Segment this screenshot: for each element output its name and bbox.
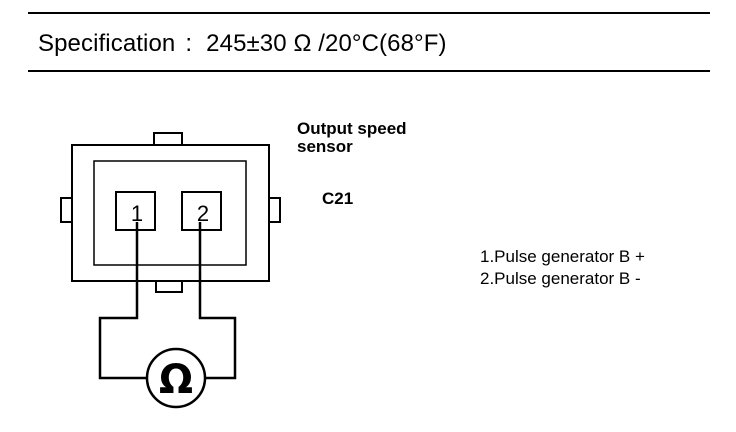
sensor-label-line1: Output speed bbox=[297, 119, 407, 138]
connector-inner-frame bbox=[93, 160, 247, 266]
spec-label: Specification bbox=[38, 30, 176, 57]
pin-legend: 1.Pulse generator B + 2.Pulse generator … bbox=[480, 246, 645, 290]
legend-item-2: 2.Pulse generator B - bbox=[480, 269, 641, 288]
spec-value: 245±30 Ω /20°C(68°F) bbox=[206, 30, 447, 57]
specification-line: Specification:245±30 Ω /20°C(68°F) bbox=[38, 30, 447, 58]
spec-underline bbox=[28, 70, 710, 72]
connector-top-tab bbox=[153, 132, 183, 146]
probe-wire-pin-2 bbox=[198, 222, 237, 380]
pin-2-label: 2 bbox=[197, 201, 209, 226]
connector-housing bbox=[71, 144, 270, 282]
sensor-label: Output speed sensor bbox=[297, 120, 407, 156]
sensor-label-line2: sensor bbox=[297, 137, 353, 156]
connector-id: C21 bbox=[322, 189, 354, 208]
legend-item-1: 1.Pulse generator B + bbox=[480, 247, 645, 266]
pin-2-box bbox=[181, 191, 222, 231]
spec-separator: : bbox=[185, 30, 193, 57]
pin-1-label: 1 bbox=[131, 201, 143, 226]
top-rule bbox=[28, 12, 710, 14]
ohmmeter-icon bbox=[145, 347, 207, 409]
ohm-symbol: Ω bbox=[159, 357, 193, 403]
pin-1-box bbox=[115, 191, 156, 231]
probe-wire-pin-1 bbox=[98, 222, 148, 380]
